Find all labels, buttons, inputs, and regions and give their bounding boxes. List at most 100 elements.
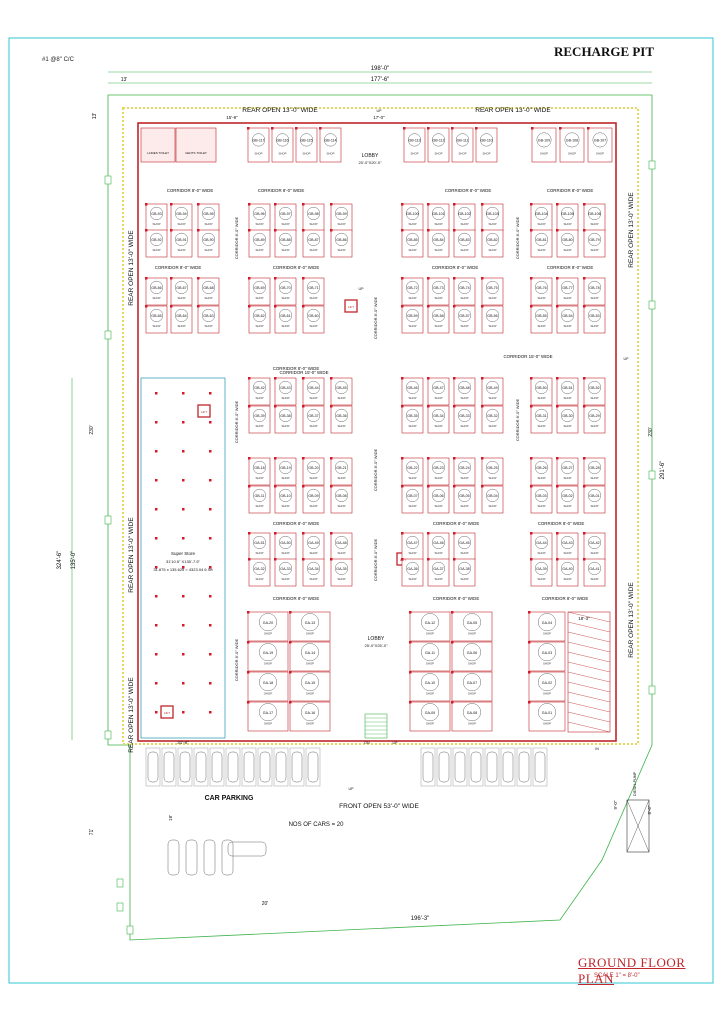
shop-id-circle [535, 488, 549, 502]
super-store-outline [140, 377, 226, 739]
column-marker [481, 305, 484, 308]
shop-id-circle [324, 133, 338, 147]
shop-label: SHOP [591, 296, 599, 300]
shop-label: SHOP [435, 577, 443, 581]
shop-id-circle [588, 206, 602, 220]
shop-id-circle [456, 133, 470, 147]
column-marker [302, 203, 305, 206]
shop-id-circle [300, 133, 314, 147]
shop-id: GB-97 [280, 212, 290, 216]
shop-id-circle [432, 133, 446, 147]
lift-box [160, 705, 174, 719]
shop-id: GB-02 [562, 494, 572, 498]
corridor-label: CORRIDOR 8'-0" WIDE [547, 265, 594, 270]
shop-id: GB-106 [588, 212, 600, 216]
column-marker [481, 405, 484, 408]
column-marker [528, 611, 531, 614]
ramp-hatch [567, 611, 611, 623]
shop-label: SHOP [564, 504, 572, 508]
ramp-hatch [567, 711, 611, 723]
shop-id-circle [486, 460, 500, 474]
shop-id: GB-44 [308, 386, 318, 390]
shop-id-circle [592, 132, 608, 148]
rear-open-left-3: REAR OPEN 13'-0" WIDE [128, 677, 135, 753]
shop-id: GA-44 [536, 541, 546, 545]
shop-label: SHOP [256, 551, 264, 555]
shop-label: SHOP [338, 222, 346, 226]
corridor-label: CORRIDOR 8'-0" WIDE [547, 188, 594, 193]
shop-id: GB-37 [308, 414, 318, 418]
shop-id: GA-40 [562, 567, 572, 571]
column-marker [274, 305, 277, 308]
super-store-column [155, 537, 158, 540]
shop-label: SHOP [591, 504, 599, 508]
shop-id: GB-46 [407, 386, 417, 390]
shop-id: GA-46 [433, 541, 443, 545]
super-store-column [182, 653, 185, 656]
shop-label: SHOP [306, 662, 314, 666]
shop-label: SHOP [306, 632, 314, 636]
super-store-column [209, 711, 212, 714]
corridor-label: CORRIDOR 8'-0" WIDE [273, 366, 320, 371]
column-marker [145, 305, 148, 308]
shop-id-circle [406, 206, 420, 220]
shop-id: GB-117 [252, 139, 264, 143]
column-marker [289, 611, 292, 614]
column-marker [427, 377, 430, 380]
shop-id-circle [174, 206, 188, 220]
super-store-column [209, 537, 212, 540]
parking-bay [468, 747, 484, 787]
shop-id: GB-74 [459, 286, 469, 290]
shop-id-circle [279, 535, 293, 549]
shop-id: GB-51 [562, 386, 572, 390]
column-marker [531, 127, 534, 130]
boundary-marker [648, 300, 656, 310]
shop-id-circle [538, 643, 556, 662]
shop-id-circle [201, 232, 215, 246]
column-marker [451, 671, 454, 674]
column-marker [583, 457, 586, 460]
diesel-pump-label: DIESEL PUMP [633, 771, 637, 796]
column-marker [330, 377, 333, 380]
ramp-hatch [567, 621, 611, 633]
column-marker [583, 229, 586, 232]
column-marker [401, 277, 404, 280]
column-marker [556, 485, 559, 488]
shop-id: GB-31 [536, 414, 546, 418]
shop-id-circle [201, 280, 215, 294]
super-store-column [155, 421, 158, 424]
shop-id: GB-116 [276, 139, 288, 143]
column-marker [302, 277, 305, 280]
shop-id: GB-34 [433, 414, 443, 418]
corridor-label-vertical: CORRIDOR 8'-0" WIDE [373, 296, 378, 339]
shop-label: SHOP [591, 396, 599, 400]
dim-slope: 20' [262, 901, 269, 907]
diesel-pump-box [626, 799, 650, 853]
shop-id-circle [335, 488, 349, 502]
corridor-label: CORRIDOR 8'-0" WIDE [258, 188, 305, 193]
parking-bay [516, 747, 532, 787]
corridor-label: CORRIDOR 8'-0" WIDE [542, 596, 589, 601]
shop-id: GB-71 [308, 286, 318, 290]
shop-id-circle [252, 408, 266, 422]
shop-id-circle [406, 561, 420, 575]
shop-label: SHOP [543, 722, 551, 726]
shops-layer: GB-117SHOPGB-116SHOPGB-115SHOPGB-114SHOP… [145, 127, 613, 732]
super-store-area: 31.875 x 135.625 = 4323.04 6 Sft [153, 567, 213, 572]
shop-label: SHOP [538, 577, 546, 581]
shop-id-circle [252, 460, 266, 474]
